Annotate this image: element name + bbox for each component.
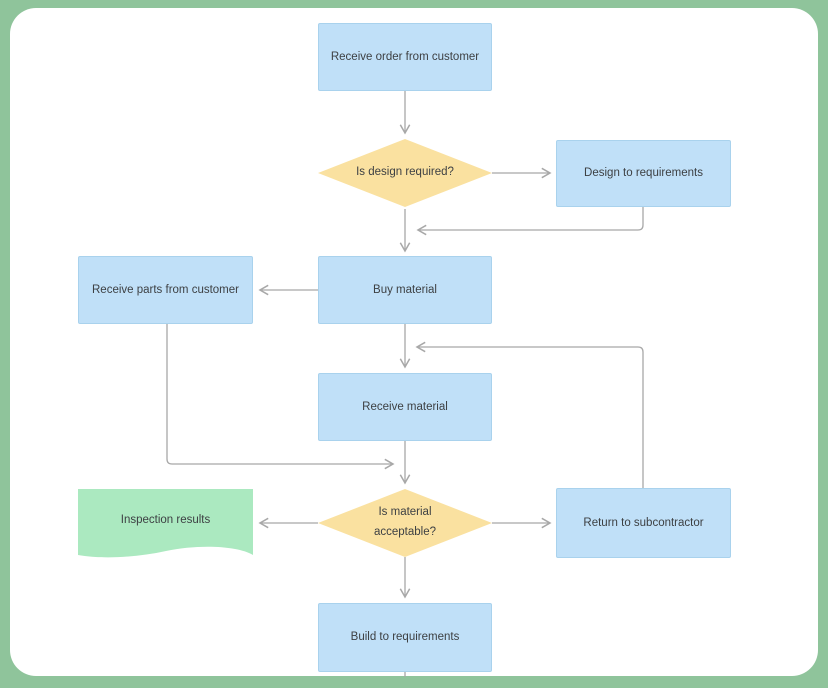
node-return-to-subcontractor[interactable]: Return to subcontractor [556,488,731,558]
node-receive-order-from-customer[interactable]: Receive order from customer [318,23,492,91]
node-build-to-requirements[interactable]: Build to requirements [318,603,492,672]
node-label: Receive parts from customer [92,283,239,296]
node-label: Design to requirements [584,167,703,180]
node-label: Receive material [362,400,448,413]
node-receive-material[interactable]: Receive material [318,373,492,441]
node-label: Build to requirements [350,631,460,644]
node-label: Buy material [373,283,437,296]
node-receive-parts-from-customer[interactable]: Receive parts from customer [78,256,253,324]
diagram-canvas [10,8,818,676]
node-label: Inspection results [120,514,211,527]
node-label: Return to subcontractor [583,516,704,529]
node-buy-material[interactable]: Buy material [318,256,492,324]
node-label: Is material acceptable? [373,506,437,538]
node-design-to-requirements[interactable]: Design to requirements [556,140,731,207]
node-label: Is design required? [356,166,454,179]
node-inspection-results[interactable]: Inspection results [78,489,253,558]
node-label: Receive order from customer [330,50,480,63]
